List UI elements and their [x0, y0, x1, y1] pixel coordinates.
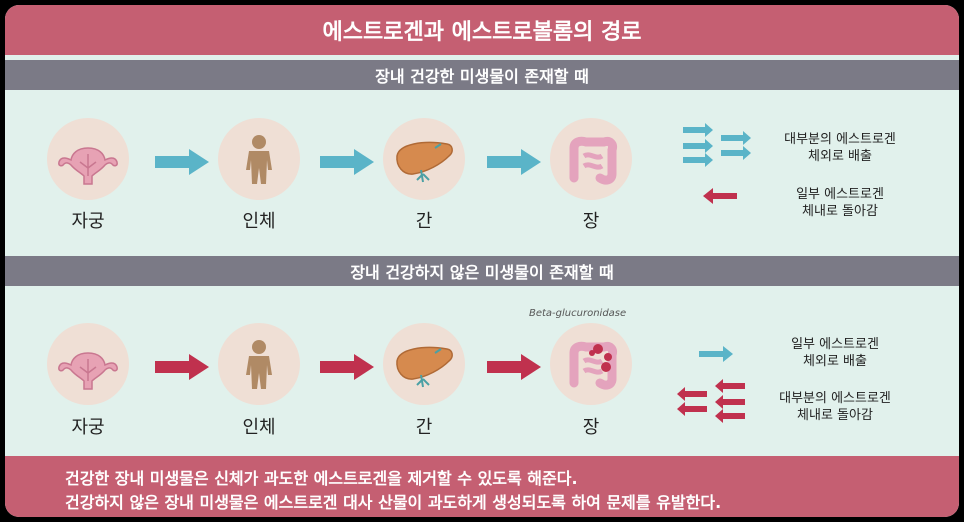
unhealthy-return-text: 대부분의 에스트로겐 체내로 돌아감	[770, 390, 900, 424]
unhealthy-excretion-text: 일부 에스트로겐 체외로 배출	[775, 336, 895, 370]
footer-line-1: 건강한 장내 미생물은 신체가 과도한 에스트로겐을 제거할 수 있도록 해준다…	[65, 469, 578, 488]
label-intestine: 장	[582, 417, 600, 438]
healthy-excretion-line2: 체외로 배출	[808, 149, 872, 164]
intestine-icon	[550, 118, 632, 200]
return-arrow-healthy	[703, 188, 737, 204]
label-uterus: 자궁	[71, 417, 105, 438]
excretion-arrow-unhealthy	[699, 346, 733, 362]
unhealthy-excretion-line2: 체외로 배출	[803, 354, 867, 369]
human-body-icon	[218, 118, 300, 200]
arrow-uterus-to-body	[155, 354, 209, 380]
arrow-body-to-liver	[320, 149, 374, 175]
uterus-icon	[47, 118, 129, 200]
liver-icon	[383, 118, 465, 200]
arrow-liver-to-intestine	[487, 149, 541, 175]
arrow-body-to-liver	[320, 354, 374, 380]
return-arrows-unhealthy	[677, 379, 745, 423]
label-intestine: 장	[582, 211, 600, 232]
arrow-liver-to-intestine	[487, 354, 541, 380]
uterus-icon	[47, 323, 129, 405]
excretion-arrows-healthy	[683, 123, 751, 167]
intestine-bacteria-icon	[550, 323, 632, 405]
label-body: 인체	[242, 417, 276, 438]
label-uterus: 자궁	[71, 211, 105, 232]
diagram-frame: 에스트로겐과 에스트로볼롬의 경로 장내 건강한 미생물이 존재할 때	[5, 5, 959, 517]
footer-line-2: 건강하지 않은 장내 미생물은 에스트로겐 대사 산물이 과도하게 생성되도록 …	[65, 493, 722, 512]
label-liver: 간	[415, 417, 433, 438]
healthy-excretion-line1: 대부분의 에스트로겐	[784, 132, 896, 147]
healthy-return-text: 일부 에스트로겐 체내로 돌아감	[775, 186, 905, 220]
healthy-return-line1: 일부 에스트로겐	[796, 187, 884, 202]
footer-summary: 건강한 장내 미생물은 신체가 과도한 에스트로겐을 제거할 수 있도록 해준다…	[5, 456, 959, 517]
unhealthy-return-line2: 체내로 돌아감	[797, 408, 873, 423]
unhealthy-excretion-line1: 일부 에스트로겐	[791, 337, 879, 352]
label-body: 인체	[242, 211, 276, 232]
enzyme-label: Beta-glucuronidase	[529, 308, 627, 319]
section-header-healthy: 장내 건강한 미생물이 존재할 때	[5, 60, 959, 90]
healthy-excretion-text: 대부분의 에스트로겐 체외로 배출	[775, 131, 905, 165]
arrow-uterus-to-body	[155, 149, 209, 175]
label-liver: 간	[415, 211, 433, 232]
section-header-unhealthy: 장내 건강하지 않은 미생물이 존재할 때	[5, 256, 959, 286]
diagram-title: 에스트로겐과 에스트로볼롬의 경로	[5, 5, 959, 55]
healthy-return-line2: 체내로 돌아감	[802, 204, 878, 219]
human-body-icon	[218, 323, 300, 405]
liver-icon	[383, 323, 465, 405]
unhealthy-return-line1: 대부분의 에스트로겐	[779, 391, 891, 406]
